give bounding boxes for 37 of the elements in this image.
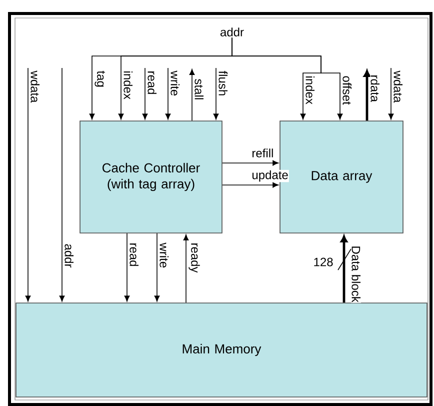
edge-label: wdata xyxy=(30,70,40,104)
arrow xyxy=(232,37,343,120)
edge-label: read xyxy=(129,242,140,268)
edge-label: write xyxy=(170,70,180,97)
arrow xyxy=(388,68,394,120)
arrow xyxy=(222,182,279,188)
arrow xyxy=(189,69,195,121)
arrow xyxy=(59,68,65,302)
bus-label: addr xyxy=(220,28,244,36)
edge-label: Data block xyxy=(351,245,361,303)
edge-label: write xyxy=(159,242,170,269)
arrow xyxy=(142,68,148,120)
bus-width-label: 128 xyxy=(314,258,333,266)
edge-label: ready xyxy=(188,242,200,274)
edge-label: flush xyxy=(218,70,228,97)
arrow xyxy=(165,68,171,120)
arrow xyxy=(363,70,371,121)
block-box: Cache Controller (with tag array) xyxy=(80,120,222,234)
edge-label: refill xyxy=(251,148,274,158)
arrow xyxy=(124,232,130,302)
edge-label: wdata xyxy=(393,70,403,104)
arrow xyxy=(340,235,348,303)
arrow xyxy=(222,160,279,166)
arrow xyxy=(154,232,160,302)
edge-label: tag xyxy=(94,70,106,88)
edge-label: index xyxy=(305,75,316,105)
arrow xyxy=(213,68,219,120)
edge-label: addr xyxy=(64,243,74,268)
edge-label: update xyxy=(251,170,289,182)
edge-label: offset xyxy=(342,75,352,106)
arrow xyxy=(25,68,31,302)
block-box: Main Memory xyxy=(16,302,428,398)
edge-label: index xyxy=(123,70,134,100)
edge-label: read xyxy=(147,70,158,96)
edge-label: stall xyxy=(194,78,204,101)
edge-label: rdata xyxy=(370,74,380,103)
arrow xyxy=(183,234,189,303)
